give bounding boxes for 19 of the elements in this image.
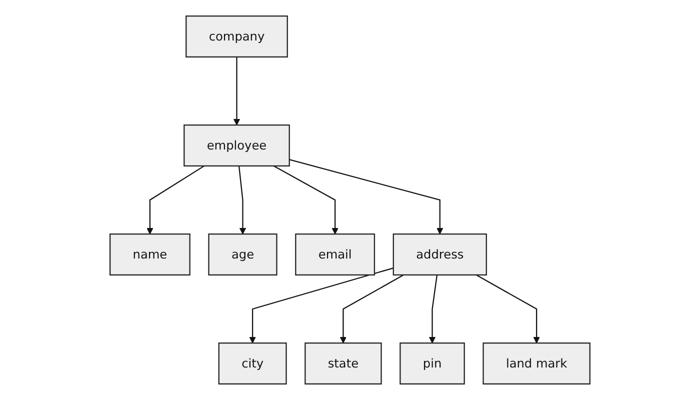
arrow [233,56,240,126]
arrow [249,267,394,344]
arrow [146,165,205,234]
arrow [476,274,540,344]
node-box: email [295,233,376,276]
arrow [428,274,438,344]
node-box: name [110,233,190,276]
node-box: age [208,233,278,276]
arrow [238,166,246,234]
arrow [273,165,338,234]
node-box: employee [184,124,290,166]
arrow [340,274,404,344]
node-box: address [392,233,487,276]
node-box: company [186,15,288,58]
node-box: pin [400,342,465,384]
node-box: land mark [482,342,590,384]
arrow [289,159,444,234]
node-box: state [304,342,382,384]
node-box: city [218,342,287,384]
